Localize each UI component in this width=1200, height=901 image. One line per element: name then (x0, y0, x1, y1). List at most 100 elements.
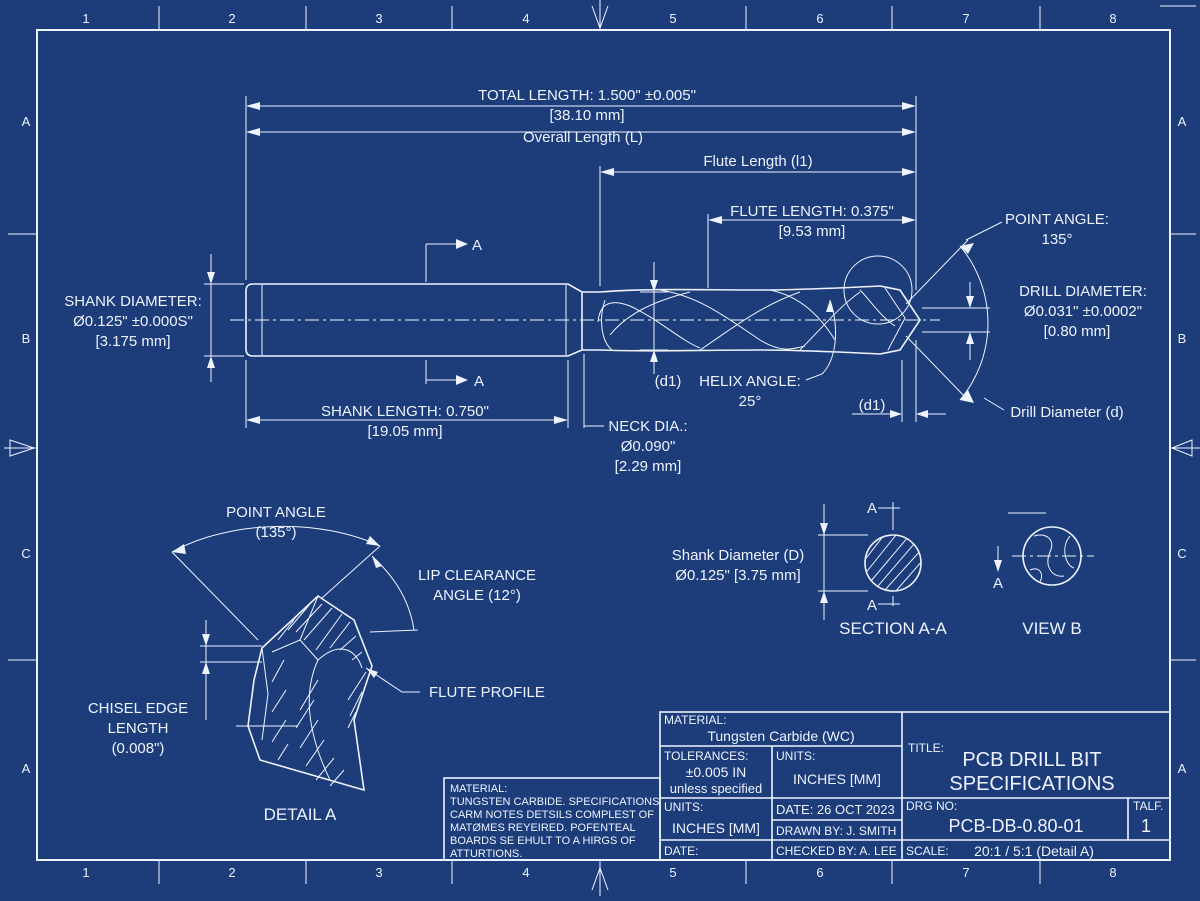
zone-row-b-left: B (22, 331, 31, 346)
tolerances-value-2: unless specified (670, 781, 763, 796)
zone-col-2-top: 2 (228, 11, 235, 26)
zone-col-4-bottom: 4 (522, 865, 529, 880)
notes-box: MATERIAL: TUNGSTEN CARBIDE. SPECIFICATIO… (443, 777, 661, 861)
chisel-edge-label-2: LENGTH (108, 720, 169, 737)
drill-diameter-value: Ø0.031" ±0.0002" (1024, 303, 1142, 320)
dimension-point-angle: POINT ANGLE: 135° (905, 211, 1109, 403)
shank-length-label: SHANK LENGTH: 0.750" (321, 403, 489, 420)
units-label-2: UNITS: (664, 800, 703, 814)
section-shank-diameter-label: Shank Diameter (D) (672, 547, 805, 564)
drawn-by: DRAWN BY: J. SMITH (776, 824, 896, 838)
dimension-flute-length-l1: Flute Length (l1) (599, 153, 916, 286)
zone-col-8-top: 8 (1109, 11, 1116, 26)
section-a-a-caption: SECTION A-A (839, 619, 947, 638)
neck-dia-mm: [2.29 mm] (615, 458, 682, 475)
material-value: Tungsten Carbide (WC) (707, 728, 854, 744)
zone-row-d-left: A (22, 761, 31, 776)
view-b-caption: VIEW B (1022, 619, 1082, 638)
lip-clearance-value: ANGLE (12°) (433, 587, 521, 604)
section-shank-diameter-value: Ø0.125" [3.75 mm] (675, 567, 800, 584)
flute-length-l1-label: Flute Length (l1) (703, 153, 812, 170)
chisel-edge-value: (0.008") (112, 740, 165, 757)
zone-col-5-bottom: 5 (669, 865, 676, 880)
view-b-arrow-label: A (993, 575, 1003, 592)
shank-diameter-value: Ø0.125" ±0.000S" (73, 313, 193, 330)
sheet-label: TALF. (1133, 799, 1163, 813)
total-length-label: TOTAL LENGTH: 1.500" ±0.005" (478, 87, 696, 104)
zone-col-3-top: 3 (375, 11, 382, 26)
section-marker-top: A (472, 237, 482, 254)
units-label: UNITS: (776, 749, 815, 763)
dimension-helix-angle: HELIX ANGLE: 25° (699, 299, 837, 410)
drill-bit-side-view (230, 255, 940, 357)
drg-no-label: DRG NO: (906, 799, 957, 813)
zone-row-a-left: A (22, 114, 31, 129)
dimension-flute-length: FLUTE LENGTH: 0.375" [9.53 mm] (707, 203, 916, 288)
helix-angle-value: 25° (739, 393, 762, 410)
drawing-title-line-2: SPECIFICATIONS (949, 773, 1114, 795)
dimension-d1-left: (d1) (640, 262, 681, 390)
point-angle-label: POINT ANGLE: (1005, 211, 1109, 228)
scale-value: 20:1 / 5:1 (Detail A) (974, 843, 1094, 859)
zone-col-7-bottom: 7 (962, 865, 969, 880)
dimension-shank-diameter: SHANK DIAMETER: Ø0.125" ±0.000S" [3.175 … (64, 254, 244, 382)
flute-length-mm: [9.53 mm] (779, 223, 846, 240)
units-value: INCHES [MM] (793, 771, 881, 787)
detail-point-angle-label: POINT ANGLE (226, 504, 326, 521)
point-angle-value: 135° (1041, 231, 1072, 248)
title-label: TITLE: (908, 741, 944, 755)
flute-profile-label: FLUTE PROFILE (429, 684, 545, 701)
zone-row-d-right: A (1178, 761, 1187, 776)
zone-col-6-top: 6 (816, 11, 823, 26)
notes-line-5: BOARDS SE EHULT TO A HIRGS OF (450, 835, 636, 847)
section-label-top: A (867, 500, 877, 517)
date-value: DATE: 26 OCT 2023 (776, 802, 895, 817)
notes-line-3: CARM NOTES DETSILS COMPLEST OF (450, 809, 654, 821)
d1-left-label: (d1) (655, 373, 682, 390)
sheet-value: 1 (1141, 816, 1151, 836)
neck-dia-label: NECK DIA.: (608, 418, 687, 435)
shank-length-mm: [19.05 mm] (367, 423, 442, 440)
drawing-title-line-1: PCB DRILL BIT (962, 749, 1101, 771)
shank-diameter-mm: [3.175 mm] (95, 333, 170, 350)
neck-dia-value: Ø0.090" (621, 438, 676, 455)
helix-angle-label: HELIX ANGLE: (699, 373, 801, 390)
zone-col-7-top: 7 (962, 11, 969, 26)
lip-clearance-label: LIP CLEARANCE (418, 567, 536, 584)
zone-col-5-top: 5 (669, 11, 676, 26)
drg-no-value: PCB-DB-0.80-01 (948, 816, 1083, 836)
shank-diameter-label: SHANK DIAMETER: (64, 293, 202, 310)
section-cut-markers: A A (425, 237, 484, 390)
units-value-2: INCHES [MM] (672, 820, 760, 836)
checked-by: CHECKED BY: A. LEE (776, 844, 897, 858)
overall-length-label: Overall Length (L) (523, 129, 643, 146)
zone-col-1-top: 1 (82, 11, 89, 26)
drill-diameter-label: DRILL DIAMETER: (1019, 283, 1147, 300)
detail-a-view: POINT ANGLE (135°) LIP CLEARANCE ANGLE (… (88, 504, 545, 824)
tolerances-value: ±0.005 IN (686, 764, 747, 780)
flute-length-label: FLUTE LENGTH: 0.375" (730, 203, 894, 220)
zone-row-c-left: C (21, 546, 30, 561)
title-block: MATERIAL: Tungsten Carbide (WC) TOLERANC… (659, 711, 1171, 861)
section-label-bottom: A (867, 597, 877, 614)
dimension-total-length: TOTAL LENGTH: 1.500" ±0.005" [38.10 mm] … (245, 87, 917, 290)
notes-line-2: TUNGSTEN CARBIDE. SPECIFICATIONS (450, 796, 659, 808)
zone-col-3-bottom: 3 (375, 865, 382, 880)
drill-diameter-d-label: Drill Diameter (d) (1010, 404, 1123, 421)
dimension-neck-dia: NECK DIA.: Ø0.090" [2.29 mm] (583, 354, 688, 475)
notes-line-4: MATØMES REYEIRED. POFENTEAL (450, 822, 636, 834)
detail-a-caption: DETAIL A (264, 805, 337, 824)
scale-label: SCALE: (906, 844, 949, 858)
zone-col-8-bottom: 8 (1109, 865, 1116, 880)
zone-row-c-right: C (1177, 546, 1186, 561)
notes-line-1: MATERIAL: (450, 783, 507, 795)
d1-right-label: (d1) (859, 397, 886, 414)
dimension-drill-diameter: DRILL DIAMETER: Ø0.031" ±0.0002" [0.80 m… (922, 282, 1147, 360)
material-label: MATERIAL: (664, 713, 726, 727)
drill-diameter-mm: [0.80 mm] (1044, 323, 1111, 340)
section-a-a-view: A A Shank Diameter (D) Ø0.125" [3.75 mm]… (672, 500, 948, 638)
dimension-d1-right: (d1) Drill Diameter (d) (852, 340, 1124, 422)
dimension-shank-length: SHANK LENGTH: 0.750" [19.05 mm] (245, 360, 569, 440)
